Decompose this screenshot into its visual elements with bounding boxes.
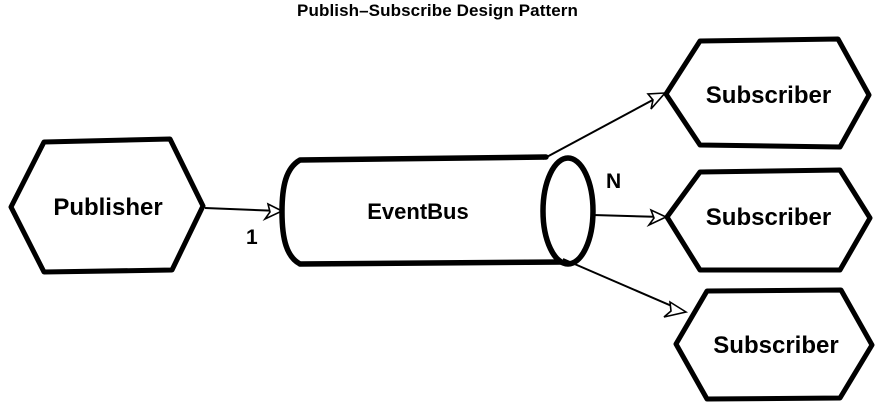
edge-eventbus-subscriber-2[interactable] <box>592 208 668 228</box>
node-subscriber-1[interactable] <box>663 36 872 150</box>
node-eventbus[interactable] <box>279 154 596 267</box>
node-subscriber-2[interactable] <box>664 167 873 273</box>
page-title: Publish–Subscribe Design Pattern <box>297 1 578 20</box>
subscriber-2-label: Subscriber <box>705 204 832 231</box>
edge-publisher-eventbus-line <box>204 207 281 212</box>
edge-label-n: N <box>606 170 622 193</box>
edge-eventbus-subscriber-1-arrowhead <box>646 92 667 110</box>
subscriber-3-hexagon-shape <box>673 287 875 402</box>
edge-eventbus-subscriber-3[interactable] <box>562 258 689 318</box>
edge-eventbus-subscriber-2-line <box>592 214 664 218</box>
edge-publisher-eventbus-arrowhead <box>262 202 284 222</box>
subscriber-3-label: Subscriber <box>713 332 839 359</box>
subscriber-2-hexagon-shape <box>664 167 873 273</box>
subscriber-1-label: Subscriber <box>705 82 832 109</box>
node-publisher[interactable] <box>8 136 206 275</box>
edge-publisher-eventbus[interactable] <box>204 202 284 222</box>
eventbus-cylinder-body <box>279 154 567 267</box>
edge-eventbus-subscriber-1[interactable] <box>542 92 667 160</box>
publisher-hexagon-shape <box>8 136 206 275</box>
eventbus-label: EventBus <box>367 199 469 224</box>
edge-eventbus-subscriber-1-line <box>542 94 663 160</box>
edge-eventbus-subscriber-2-arrowhead <box>646 208 668 228</box>
edge-eventbus-subscriber-3-line <box>562 258 682 311</box>
eventbus-cylinder-cap <box>540 155 596 267</box>
subscriber-1-hexagon-shape <box>663 36 872 150</box>
node-subscriber-3[interactable] <box>673 287 875 402</box>
edge-eventbus-subscriber-3-arrowhead <box>663 300 689 318</box>
publisher-label: Publisher <box>53 194 163 221</box>
edge-label-one: 1 <box>246 226 258 249</box>
